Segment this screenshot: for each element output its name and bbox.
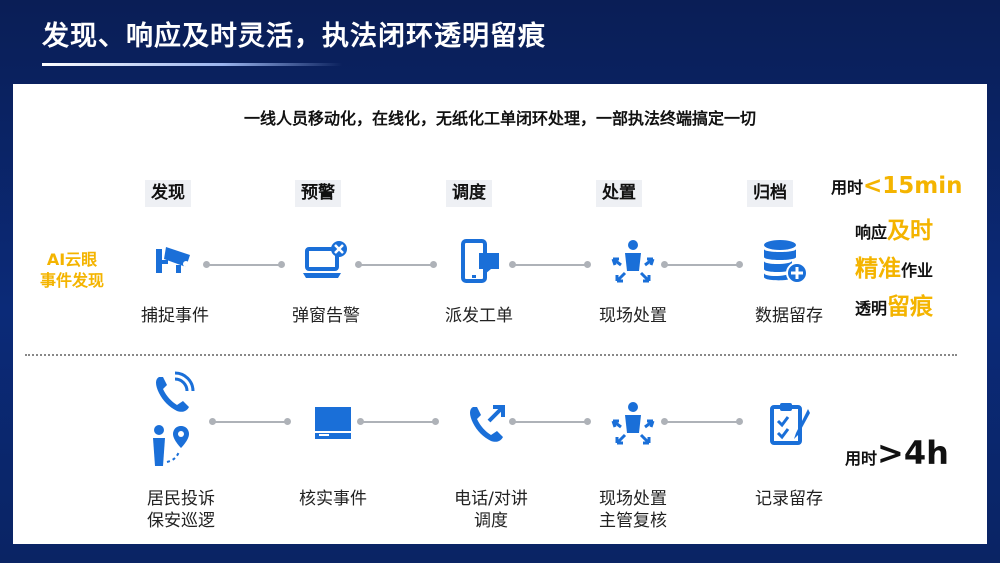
time-used-value: <15min	[863, 173, 963, 199]
phone-outgoing-icon	[463, 399, 511, 447]
connector-row1-4	[661, 261, 743, 268]
transparent-value: 留痕	[887, 294, 934, 320]
step-label-line1: 核实事件	[299, 489, 367, 509]
stage-archive: 归档	[747, 180, 793, 207]
transparent-line: 透明留痕	[831, 287, 963, 325]
title-underline	[42, 63, 342, 66]
transparent-prefix: 透明	[855, 299, 888, 318]
precise-suffix: 作业	[901, 261, 934, 280]
panel-subtitle: 一线人员移动化，在线化，无纸化工单闭环处理，一部执法终端搞定一切	[243, 109, 756, 128]
ai-discovery-label: AI云眼 事件发现	[31, 249, 113, 291]
step-label: 现场处置 主管复核	[599, 488, 667, 532]
laptop-alert-icon	[301, 237, 349, 285]
time-metrics-old: 用时>4h	[845, 434, 949, 472]
page-title: 发现、响应及时灵活，执法闭环透明留痕	[42, 21, 546, 52]
step-label: 派发工单	[445, 306, 513, 326]
clipboard-icon	[766, 399, 814, 447]
time-used-line: 用时<15min	[831, 173, 963, 211]
response-line: 响应及时	[831, 211, 963, 249]
connector-row1-3	[509, 261, 591, 268]
time-old-prefix: 用时	[845, 449, 878, 468]
precise-line: 精准作业	[831, 249, 963, 287]
step-label: 电话/对讲 调度	[454, 488, 528, 532]
step-label: 数据留存	[755, 306, 823, 326]
step-label-line1: 居民投诉	[147, 489, 215, 509]
connector-row1-2	[355, 261, 437, 268]
monitor-icon	[309, 399, 357, 447]
content-panel: 一线人员移动化，在线化，无纸化工单闭环处理，一部执法终端搞定一切 发现 预警 调…	[13, 84, 987, 544]
response-value: 及时	[887, 218, 934, 244]
database-add-icon	[760, 237, 808, 285]
connector-row2-4	[661, 418, 743, 425]
step-label-line1: 记录留存	[755, 489, 823, 509]
connector-row1-1	[203, 261, 285, 268]
step-label-line1: 电话/对讲	[454, 489, 528, 509]
stage-dispatch: 调度	[446, 180, 492, 207]
step-label: 弹窗告警	[292, 306, 360, 326]
officer-onsite-icon	[609, 399, 657, 447]
step-label: 现场处置	[599, 306, 667, 326]
connector-row2-3	[509, 418, 591, 425]
stage-handle: 处置	[596, 180, 642, 207]
step-label: 捕捉事件	[141, 306, 209, 326]
step-label-line1: 现场处置	[599, 489, 667, 509]
step-label-line2: 调度	[473, 511, 508, 531]
stage-alert: 预警	[295, 180, 341, 207]
precise-value: 精准	[855, 256, 901, 282]
time-used-prefix: 用时	[831, 178, 864, 197]
step-label: 核实事件	[299, 488, 367, 510]
response-prefix: 响应	[855, 223, 888, 242]
person-location-icon	[147, 422, 195, 470]
row-divider	[25, 354, 957, 356]
connector-row2-2	[357, 418, 439, 425]
ai-label-line2: 事件发现	[39, 271, 104, 290]
officer-onsite-icon	[609, 237, 657, 285]
step-label-line2: 主管复核	[599, 511, 667, 531]
connector-row2-1	[209, 418, 291, 425]
mobile-dispatch-icon	[457, 237, 505, 285]
time-old-value: >4h	[877, 434, 949, 472]
phone-call-icon	[149, 369, 197, 417]
step-label-line2: 保安巡逻	[147, 511, 215, 531]
surveillance-camera-icon	[150, 237, 198, 285]
stage-discover: 发现	[145, 180, 191, 207]
ai-label-line1: AI云眼	[46, 250, 98, 269]
time-metrics-new: 用时<15min 响应及时 精准作业 透明留痕	[831, 173, 963, 325]
step-label: 记录留存	[755, 488, 823, 510]
step-label: 居民投诉 保安巡逻	[147, 488, 215, 532]
